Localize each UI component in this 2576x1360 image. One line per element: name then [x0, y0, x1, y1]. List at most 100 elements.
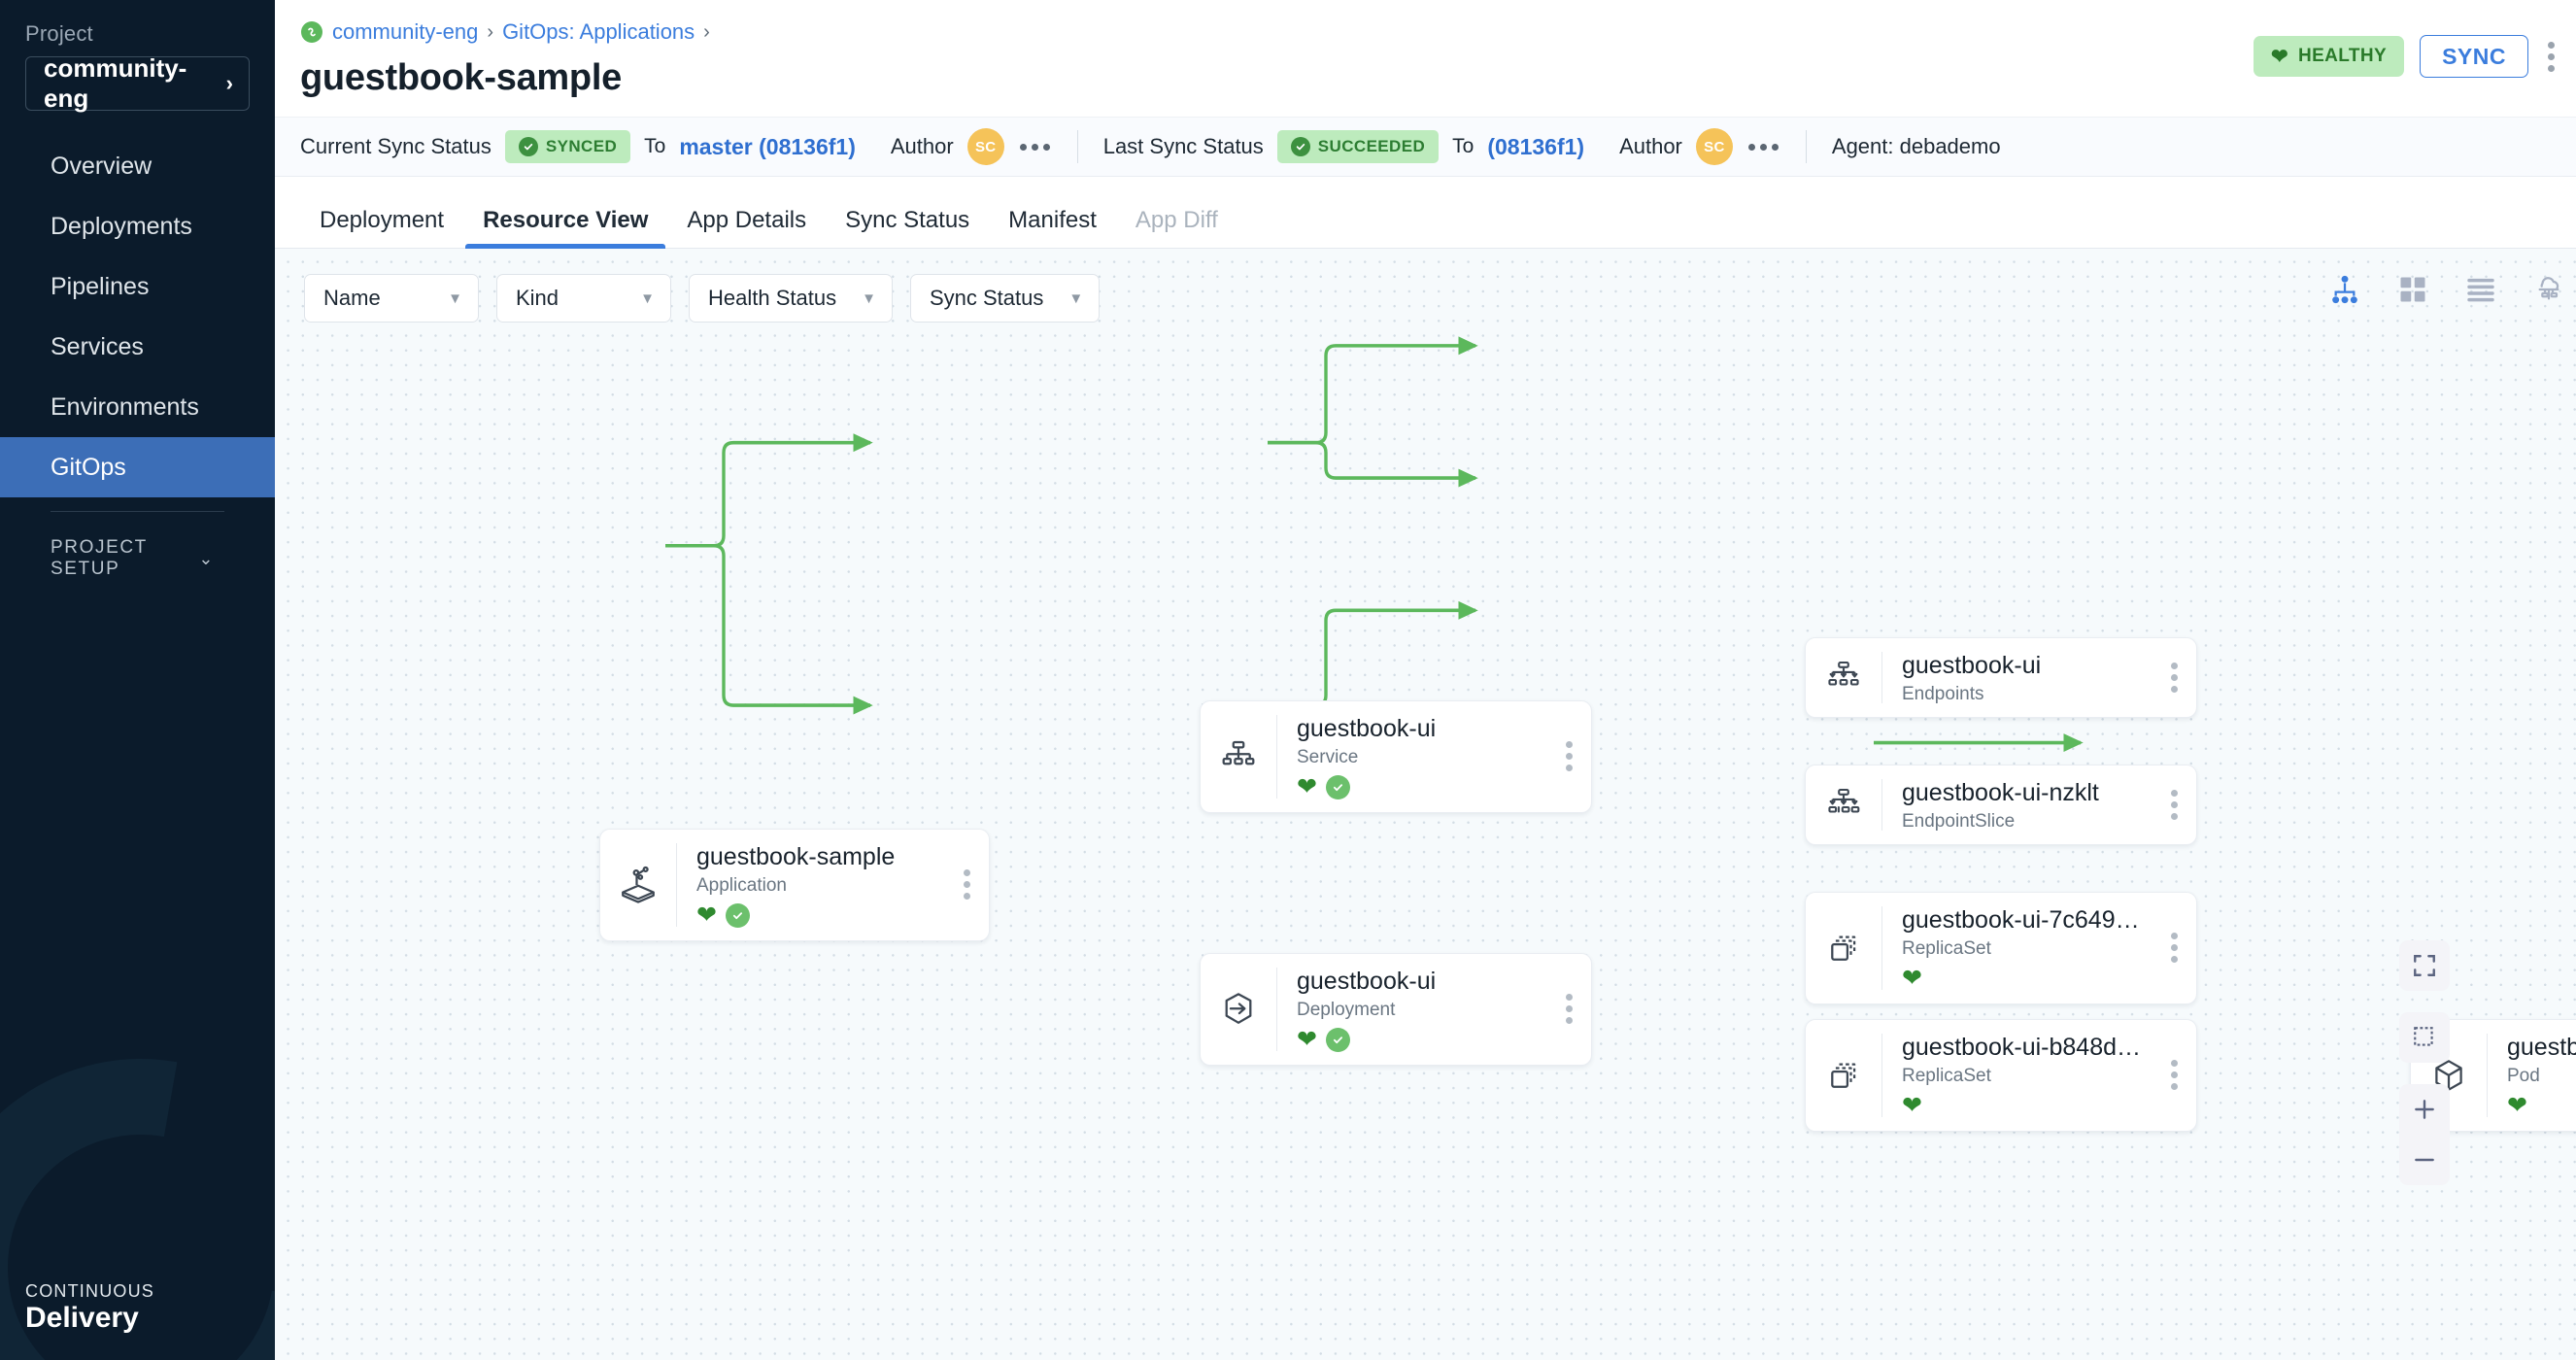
heart-icon: ❤: [1902, 965, 1922, 993]
health-status-badge[interactable]: ❤ HEALTHY: [2253, 36, 2405, 77]
breadcrumb-link-project[interactable]: community-eng: [332, 19, 479, 44]
tab-deployment[interactable]: Deployment: [320, 207, 445, 233]
breadcrumb-link-applications[interactable]: GitOps: Applications: [502, 19, 695, 44]
sidebar-nav: Overview Deployments Pipelines Services …: [0, 136, 275, 497]
zoom-in-icon[interactable]: [2399, 1084, 2450, 1135]
node-body: guestbook-ui Service ❤: [1277, 701, 1546, 812]
header-actions: ❤ HEALTHY SYNC: [2253, 35, 2559, 78]
zoom-controls: [2399, 940, 2450, 1185]
sync-button[interactable]: SYNC: [2420, 35, 2528, 78]
last-sync-status-label: Last Sync Status: [1102, 134, 1264, 158]
node-kind: ReplicaSet: [1902, 1065, 1991, 1086]
graph-node-replicaset-1[interactable]: guestbook-ui-7c64987dc9 ReplicaSet ❤: [1805, 892, 2197, 1004]
network-view-icon[interactable]: [2531, 272, 2566, 307]
project-selector-value: community-eng: [44, 53, 187, 113]
last-sync-status-value: SUCCEEDED: [1317, 137, 1426, 155]
current-sync-status-badge: SYNCED: [504, 130, 631, 163]
node-body: guestbook-ui-7c64987dc9 ReplicaSet ❤: [1882, 893, 2152, 1003]
graph-node-endpoints[interactable]: guestbook-ui Endpoints: [1805, 637, 2197, 718]
last-sync-revision[interactable]: (08136f1): [1487, 133, 1585, 159]
zoom-out-icon[interactable]: [2399, 1135, 2450, 1185]
filter-sync-status-label: Sync Status: [929, 286, 1044, 310]
sidebar-project-section: Project community-eng ›: [0, 0, 275, 113]
node-name: guestbook-sample: [696, 843, 896, 870]
node-more-menu[interactable]: [2152, 765, 2196, 844]
check-circle-icon: [1325, 775, 1350, 800]
sync-status-bar: Current Sync Status SYNCED To master (08…: [275, 117, 2576, 177]
node-more-menu[interactable]: [2152, 638, 2196, 717]
tab-bar: Deployment Resource View App Details Syn…: [275, 177, 2576, 249]
avatar[interactable]: SC: [966, 128, 1004, 165]
filter-name[interactable]: Name ▼: [304, 274, 479, 323]
status-divider-2: [1805, 130, 1807, 163]
node-name: guestbook-ui-b848d5d9…: [2507, 1034, 2576, 1061]
filter-kind[interactable]: Kind ▼: [496, 274, 671, 323]
fit-to-screen-icon[interactable]: [2399, 940, 2450, 991]
selection-box-icon[interactable]: [2399, 1012, 2450, 1063]
heart-icon: ❤: [1297, 1026, 1317, 1054]
node-badges: ❤: [696, 903, 944, 929]
node-more-menu[interactable]: [2152, 1020, 2196, 1131]
node-more-menu[interactable]: [1546, 701, 1591, 812]
page-title: guestbook-sample: [300, 57, 622, 98]
node-divider: [1881, 779, 1882, 831]
node-body: guestbook-ui Endpoints: [1882, 638, 2152, 717]
node-more-menu[interactable]: [2152, 893, 2196, 1003]
graph-node-replicaset-2[interactable]: guestbook-ui-b848d5d9d ReplicaSet ❤: [1805, 1019, 2197, 1132]
filter-bar: Name ▼ Kind ▼ Health Status ▼ Sync Statu…: [304, 274, 1101, 323]
sidebar-item-overview[interactable]: Overview: [0, 136, 275, 196]
resource-graph-canvas[interactable]: Name ▼ Kind ▼ Health Status ▼ Sync Statu…: [275, 249, 2576, 1360]
resource-graph: guestbook-sample Application ❤: [275, 249, 2576, 1360]
node-body: guestbook-ui Deployment ❤: [1277, 954, 1546, 1065]
graph-node-deployment[interactable]: guestbook-ui Deployment ❤: [1200, 953, 1592, 1066]
node-kind: Endpoints: [1902, 683, 1984, 704]
node-more-menu[interactable]: [1546, 954, 1591, 1065]
node-body: guestbook-ui-nzklt EndpointSlice: [1882, 765, 2152, 844]
list-view-icon[interactable]: [2463, 272, 2498, 307]
tab-resource-view[interactable]: Resource View: [463, 209, 667, 249]
filter-name-label: Name: [323, 286, 381, 310]
tab-app-diff: App Diff: [1135, 207, 1218, 233]
header-more-menu[interactable]: [2544, 36, 2559, 78]
current-sync-to-label: To: [644, 135, 666, 157]
heart-icon: ❤: [2270, 45, 2288, 68]
node-kind: Deployment: [1297, 999, 1396, 1020]
tab-app-details[interactable]: App Details: [687, 207, 807, 233]
view-mode-toggle: [2327, 272, 2566, 307]
node-divider: [1276, 715, 1277, 799]
sidebar-item-services[interactable]: Services: [0, 317, 275, 377]
node-kind: Service: [1297, 746, 1359, 767]
tab-manifest[interactable]: Manifest: [1008, 207, 1097, 233]
tab-sync-status[interactable]: Sync Status: [845, 207, 970, 233]
project-selector[interactable]: community-eng ›: [25, 53, 250, 113]
avatar[interactable]: SC: [1695, 128, 1733, 165]
node-kind: Application: [696, 874, 787, 896]
sidebar-item-gitops[interactable]: GitOps: [0, 437, 275, 497]
graph-node-endpointslice[interactable]: guestbook-ui-nzklt EndpointSlice: [1805, 765, 2197, 845]
node-divider: [1881, 652, 1882, 703]
current-sync-status-group: Current Sync Status SYNCED To master (08…: [300, 128, 1052, 165]
sidebar-project-setup[interactable]: PROJECT SETUP ⌄: [0, 512, 275, 580]
project-badge-icon: [300, 20, 323, 44]
current-sync-status-label: Current Sync Status: [300, 134, 491, 158]
node-kind: ReplicaSet: [1902, 937, 1991, 959]
graph-node-application[interactable]: guestbook-sample Application ❤: [599, 829, 990, 941]
tree-view-icon[interactable]: [2327, 272, 2362, 307]
last-sync-more-menu[interactable]: [1746, 138, 1780, 156]
heart-icon: ❤: [2507, 1092, 2527, 1120]
replicaset-icon: [1806, 1020, 1881, 1131]
current-sync-more-menu[interactable]: [1018, 138, 1052, 156]
sidebar-item-environments[interactable]: Environments: [0, 377, 275, 437]
top-bar: community-eng › GitOps: Applications › g…: [275, 0, 2576, 99]
grid-view-icon[interactable]: [2395, 272, 2430, 307]
sidebar-item-deployments[interactable]: Deployments: [0, 196, 275, 256]
current-sync-revision[interactable]: master (08136f1): [679, 133, 856, 159]
filter-sync-status[interactable]: Sync Status ▼: [909, 274, 1101, 323]
check-circle-icon: [1290, 137, 1310, 156]
node-more-menu[interactable]: [944, 830, 989, 940]
graph-node-service[interactable]: guestbook-ui Service ❤: [1200, 700, 1592, 813]
node-badges: ❤: [2507, 1094, 2576, 1119]
brand-logo-line1: CONTINUOUS: [25, 1280, 154, 1301]
sidebar-item-pipelines[interactable]: Pipelines: [0, 256, 275, 317]
filter-health-status[interactable]: Health Status ▼: [689, 274, 893, 323]
